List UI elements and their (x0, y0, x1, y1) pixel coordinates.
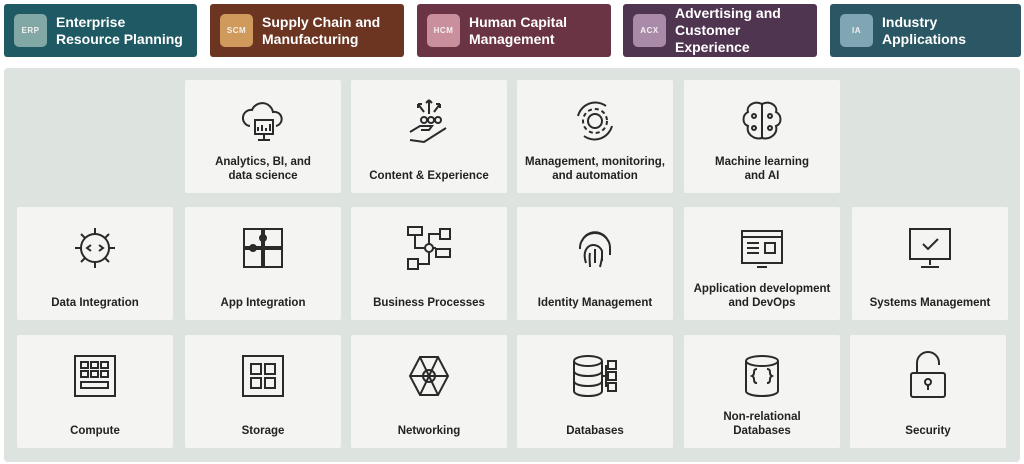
tile-systems-management[interactable]: Systems Management (852, 207, 1008, 320)
pillar-badge: HCM (427, 14, 460, 47)
pillar-label: Supply Chain and Manufacturing (262, 13, 381, 47)
database-icon (573, 355, 617, 398)
pillar-label: Industry Applications (882, 13, 967, 47)
tile-label: Identity Management (537, 297, 653, 309)
pillar-scm[interactable]: SCM Supply Chain and Manufacturing (210, 4, 404, 57)
pillar-hcm[interactable]: HCM Human Capital Management (417, 4, 611, 57)
pillar-acx[interactable]: ACX Advertising and Customer Experience (623, 4, 817, 57)
tile-label: Analytics, BI, and data science (215, 156, 311, 182)
tile-security[interactable]: Security (850, 335, 1006, 448)
pillar-label: Enterprise Resource Planning (56, 13, 183, 47)
pillar-label: Advertising and Customer Experience (675, 5, 781, 55)
tile-identity-management[interactable]: Identity Management (517, 207, 673, 320)
pillar-erp[interactable]: ERP Enterprise Resource Planning (4, 4, 197, 57)
pillar-badge: ERP (14, 14, 47, 47)
brain-icon (742, 101, 782, 140)
pillar-badge: SCM (220, 14, 253, 47)
tile-label: Machine learning and AI (715, 156, 809, 182)
tile-machine-learning-and-ai[interactable]: Machine learning and AI (684, 80, 840, 193)
flowchart-icon (407, 226, 451, 270)
gear-cycle-icon (577, 101, 613, 141)
tile-label: Business Processes (373, 297, 485, 309)
tile-non-relational-databases[interactable]: Non-relational Databases (684, 335, 840, 448)
tile-databases[interactable]: Databases (517, 335, 673, 448)
tile-label: Data Integration (51, 297, 139, 309)
tile-management-monitoring-and-automation[interactable]: Management, monitoring, and automation (517, 80, 673, 193)
tile-label: Compute (70, 425, 120, 437)
gear-code-icon (75, 228, 115, 268)
tile-data-integration[interactable]: Data Integration (17, 207, 173, 320)
tile-label: Databases (566, 425, 624, 437)
nosql-database-icon (745, 355, 779, 398)
tile-label: Non-relational Databases (723, 411, 801, 437)
chip-grid-icon (74, 355, 116, 397)
tile-business-processes[interactable]: Business Processes (351, 207, 507, 320)
tile-label: Management, monitoring, and automation (525, 156, 665, 182)
storage-grid-icon (242, 355, 284, 397)
tile-app-integration[interactable]: App Integration (185, 207, 341, 320)
tile-label: Systems Management (869, 297, 991, 309)
pillar-ia[interactable]: IA Industry Applications (830, 4, 1021, 57)
tile-storage[interactable]: Storage (185, 335, 341, 448)
tile-analytics-bi-and-data-science[interactable]: Analytics, BI, and data science (185, 80, 341, 193)
pillar-badge: ACX (633, 14, 666, 47)
tile-application-development-and-devops[interactable]: Application development and DevOps (684, 207, 840, 320)
tile-label: Content & Experience (369, 170, 489, 182)
tile-label: Security (905, 425, 951, 437)
cloud-chart-icon (241, 102, 283, 141)
tile-label: Networking (397, 425, 461, 437)
network-icon (408, 356, 450, 396)
tile-label: App Integration (220, 297, 306, 309)
padlock-icon (910, 351, 946, 398)
code-window-icon (741, 230, 783, 268)
pillar-badge: IA (840, 14, 873, 47)
tile-compute[interactable]: Compute (17, 335, 173, 448)
tile-content-experience[interactable]: Content & Experience (351, 80, 507, 193)
pillar-label: Human Capital Management (469, 13, 568, 47)
tile-networking[interactable]: Networking (351, 335, 507, 448)
tile-label: Storage (241, 425, 285, 437)
puzzle-icon (243, 228, 283, 268)
monitor-check-icon (909, 228, 951, 268)
hand-arrows-icon (409, 99, 447, 144)
fingerprint-icon (578, 231, 611, 268)
tile-label: Application development and DevOps (693, 283, 831, 309)
